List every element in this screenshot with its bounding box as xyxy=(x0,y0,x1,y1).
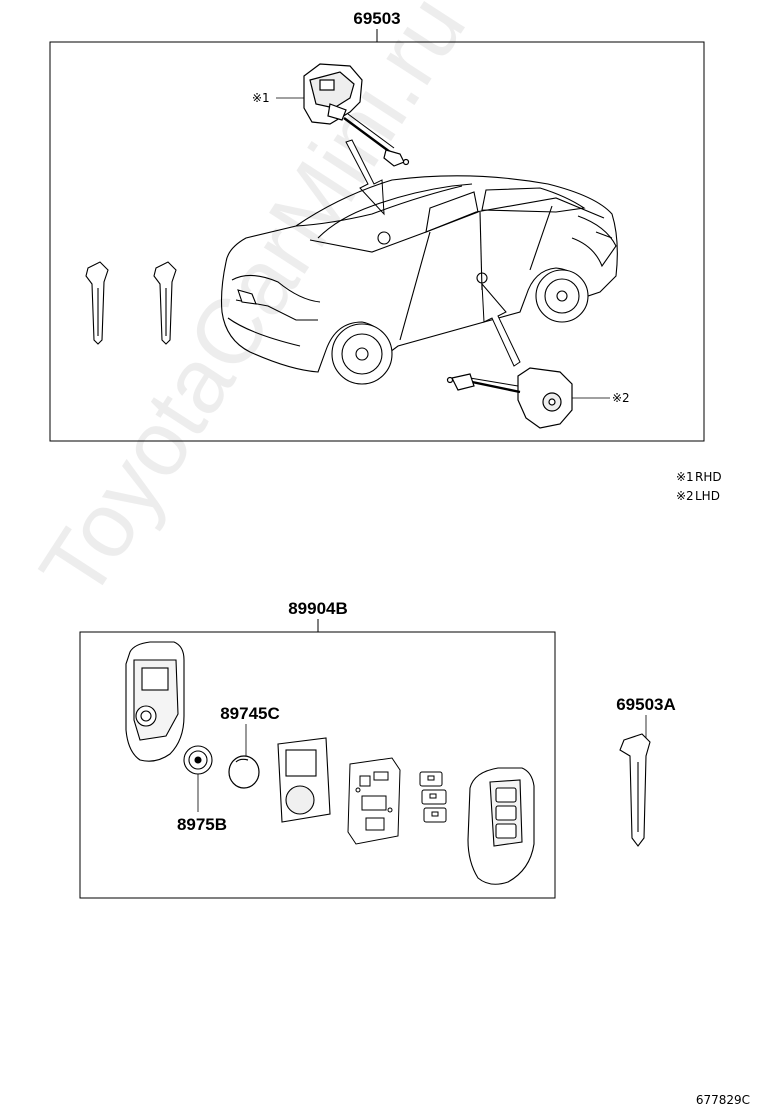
rhd-callout-marker: ※1 xyxy=(252,91,270,105)
car-illustration xyxy=(220,175,618,385)
part-label-89745C[interactable]: 89745C xyxy=(220,704,280,723)
note-mark-lhd: ※2 xyxy=(676,489,694,503)
region-notes: ※1 RHD ※2 LHD xyxy=(676,470,722,503)
lock-cylinder-lhd[interactable] xyxy=(446,367,573,429)
coin-battery[interactable] xyxy=(228,755,260,789)
figure-id: 677829C xyxy=(696,1093,750,1107)
key-front-shell[interactable] xyxy=(467,767,535,885)
key-back-shell[interactable] xyxy=(125,641,185,762)
spare-key[interactable] xyxy=(619,733,651,847)
circuit-board[interactable] xyxy=(347,757,401,845)
arrow-to-car-rhd xyxy=(345,139,385,216)
arrow-to-car-lhd xyxy=(481,282,521,367)
lhd-callout-marker: ※2 xyxy=(612,391,630,405)
battery-cover[interactable] xyxy=(183,745,213,775)
part-label-89904B[interactable]: 89904B xyxy=(288,599,348,618)
button-rubber[interactable] xyxy=(419,771,447,823)
inner-cover[interactable] xyxy=(277,737,331,823)
note-text-rhd: RHD xyxy=(695,470,722,484)
top-group: 69503 ※1 xyxy=(49,9,705,442)
bottom-group-frame xyxy=(79,631,556,899)
lock-cylinder-rhd[interactable] xyxy=(303,63,410,167)
key-blank-1[interactable] xyxy=(85,261,109,345)
top-group-frame xyxy=(49,41,705,442)
spare-key-group: 69503A xyxy=(616,695,676,847)
key-blank-2[interactable] xyxy=(153,261,177,345)
part-label-8975B[interactable]: 8975B xyxy=(177,815,227,834)
note-mark-rhd: ※1 xyxy=(676,470,694,484)
part-label-69503[interactable]: 69503 xyxy=(353,9,400,28)
part-label-69503A[interactable]: 69503A xyxy=(616,695,676,714)
bottom-group: 89904B 8975B 89745C xyxy=(79,599,556,899)
note-text-lhd: LHD xyxy=(695,489,720,503)
